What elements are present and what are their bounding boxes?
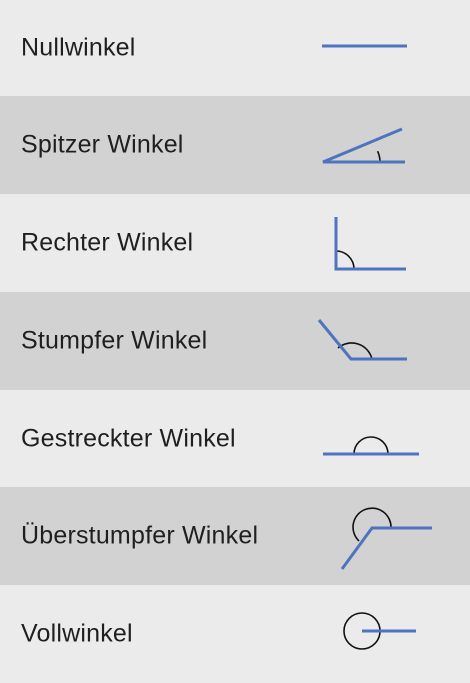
spitzer-winkel-diagram — [300, 96, 470, 194]
reflex-angle-lines — [340, 526, 432, 570]
row-stumpfer-winkel: Stumpfer Winkel — [0, 292, 470, 390]
gestreckter-winkel-diagram — [300, 390, 470, 487]
straight-angle-arc — [353, 436, 389, 455]
label-gestreckter-winkel: Gestreckter Winkel — [21, 424, 236, 452]
label-spitzer-winkel: Spitzer Winkel — [21, 130, 184, 159]
row-rechter-winkel: Rechter Winkel — [0, 194, 470, 292]
row-ueberstumpfer-winkel: Überstumpfer Winkel — [0, 487, 470, 585]
vollwinkel-diagram — [300, 585, 470, 683]
row-gestreckter-winkel: Gestreckter Winkel — [0, 390, 470, 487]
right-angle-lines — [334, 217, 406, 271]
reflex-angle-arc — [352, 507, 392, 542]
label-rechter-winkel: Rechter Winkel — [21, 228, 194, 257]
nullwinkel-diagram — [300, 0, 470, 96]
obtuse-angle-lines — [317, 319, 407, 361]
label-vollwinkel: Vollwinkel — [21, 619, 133, 648]
acute-angle-arc — [376, 150, 381, 163]
stumpfer-winkel-diagram — [300, 292, 470, 390]
obtuse-angle-arc — [337, 342, 373, 360]
right-angle-arc — [335, 250, 355, 270]
row-nullwinkel: Nullwinkel — [0, 0, 470, 96]
row-spitzer-winkel: Spitzer Winkel — [0, 96, 470, 194]
acute-angle-lines — [322, 127, 405, 164]
label-nullwinkel: Nullwinkel — [21, 33, 136, 62]
row-vollwinkel: Vollwinkel — [0, 585, 470, 683]
label-ueberstumpfer-winkel: Überstumpfer Winkel — [21, 521, 259, 550]
label-stumpfer-winkel: Stumpfer Winkel — [21, 326, 208, 355]
ueberstumpfer-winkel-diagram — [300, 487, 470, 585]
rechter-winkel-diagram — [300, 194, 470, 292]
